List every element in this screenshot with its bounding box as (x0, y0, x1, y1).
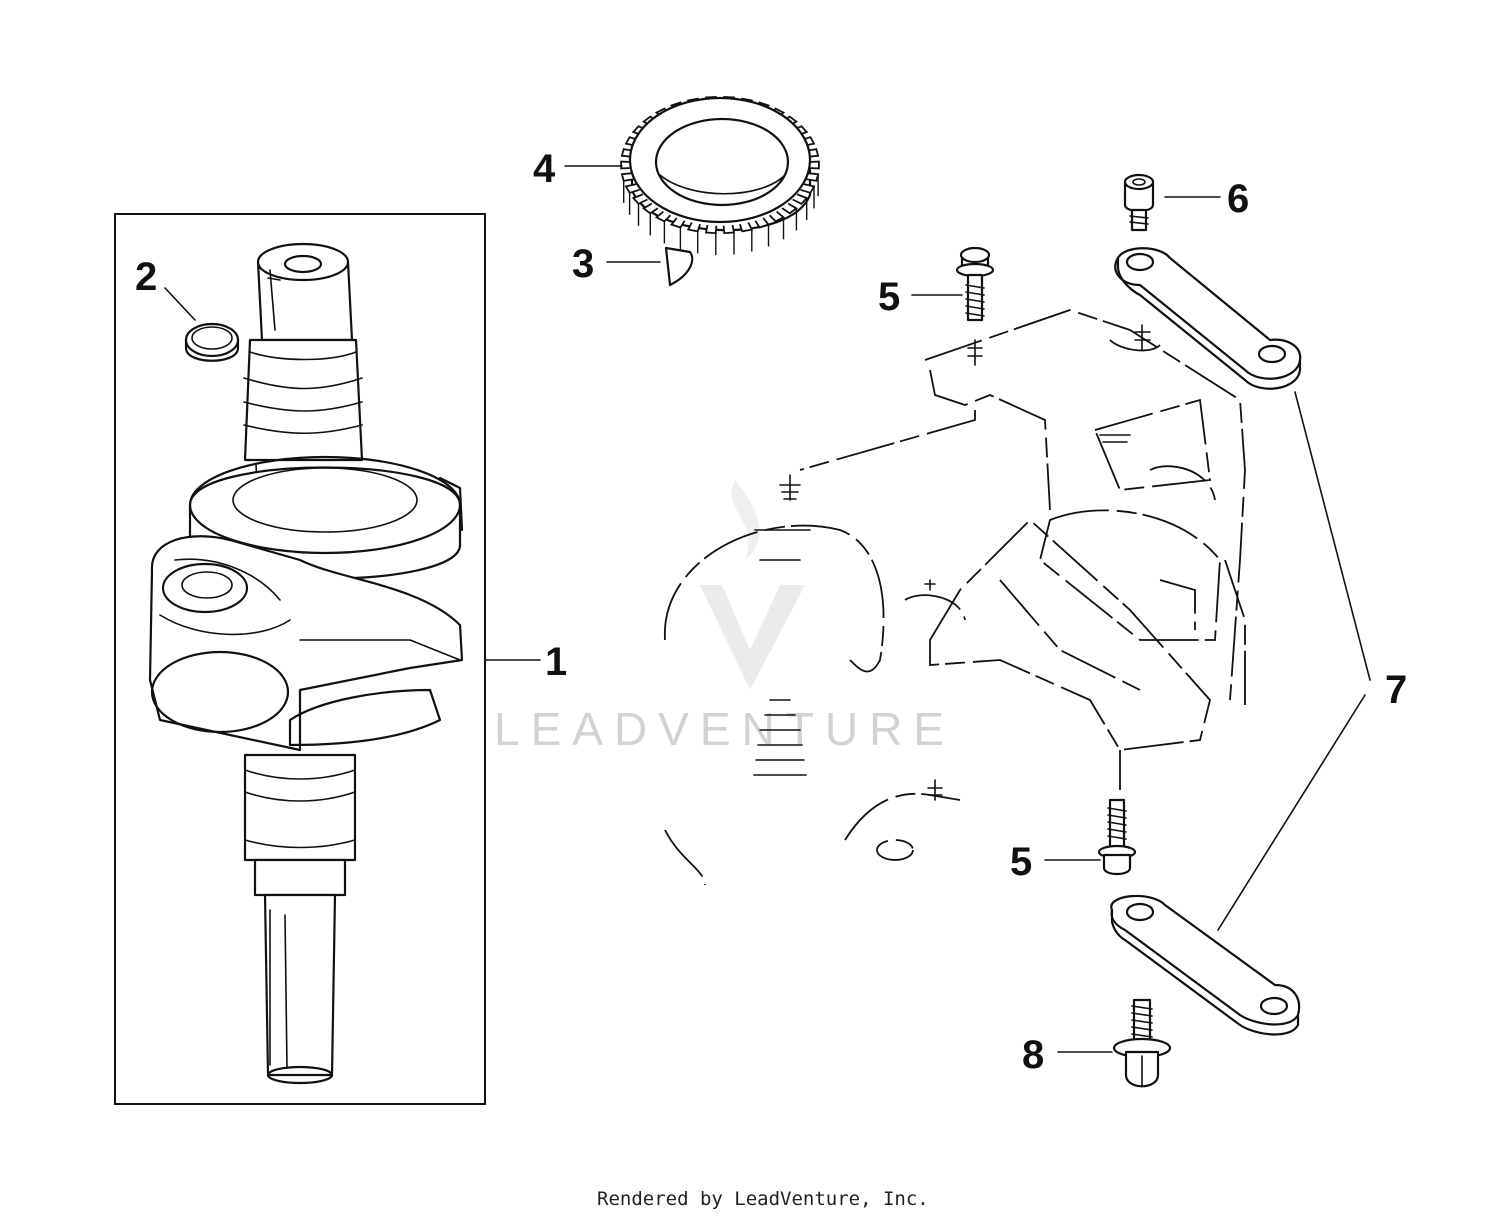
callout-6[interactable]: 6 (1227, 177, 1249, 221)
gear-tooth (686, 222, 701, 233)
gear-tooth (754, 217, 771, 229)
bolt-part-8[interactable] (1112, 998, 1172, 1088)
watermark-text: LEADVENTURE (494, 703, 955, 755)
gear-tooth (805, 172, 820, 182)
callout-5-top[interactable]: 5 (878, 275, 900, 319)
ring-part[interactable] (184, 322, 240, 362)
gear-tooth (620, 172, 635, 182)
callout-3[interactable]: 3 (572, 242, 594, 286)
link-part-bottom[interactable] (1110, 894, 1301, 1036)
bolt-part-bottom[interactable] (1097, 798, 1137, 876)
key-part[interactable] (664, 246, 694, 287)
crankcase-reference (664, 309, 1246, 886)
gear-tooth (654, 210, 672, 223)
leader-2 (164, 287, 196, 321)
callout-8[interactable]: 8 (1022, 1033, 1044, 1077)
crank-gear-part[interactable] (620, 95, 820, 256)
gear-tooth (739, 222, 754, 233)
gear-tooth (792, 193, 809, 205)
watermark-logo (700, 480, 805, 690)
leader-7-bottom (1217, 694, 1366, 931)
bolt-part-6[interactable] (1123, 173, 1155, 232)
crankshaft-group-box (114, 213, 486, 1105)
gear-tooth (781, 202, 799, 215)
callout-7[interactable]: 7 (1385, 668, 1407, 712)
gear-tooth (800, 183, 816, 194)
bolt-part-top[interactable] (955, 246, 995, 322)
gear-tooth (641, 202, 659, 215)
footer-credit: Rendered by LeadVenture, Inc. (597, 1188, 929, 1210)
gear-tooth (768, 210, 786, 223)
leader-7-top (1294, 391, 1371, 681)
callout-2[interactable]: 2 (135, 255, 157, 299)
gear-tooth (722, 224, 736, 235)
crankshaft-part[interactable] (148, 242, 464, 1085)
gear-tooth (669, 217, 686, 229)
callout-5-bottom[interactable]: 5 (1010, 840, 1032, 884)
gear-tooth (704, 224, 718, 235)
callout-1[interactable]: 1 (545, 640, 567, 684)
gear-tooth (624, 183, 640, 194)
callout-4[interactable]: 4 (533, 147, 556, 191)
link-part-top[interactable] (1114, 247, 1302, 390)
gear-tooth (631, 193, 648, 205)
